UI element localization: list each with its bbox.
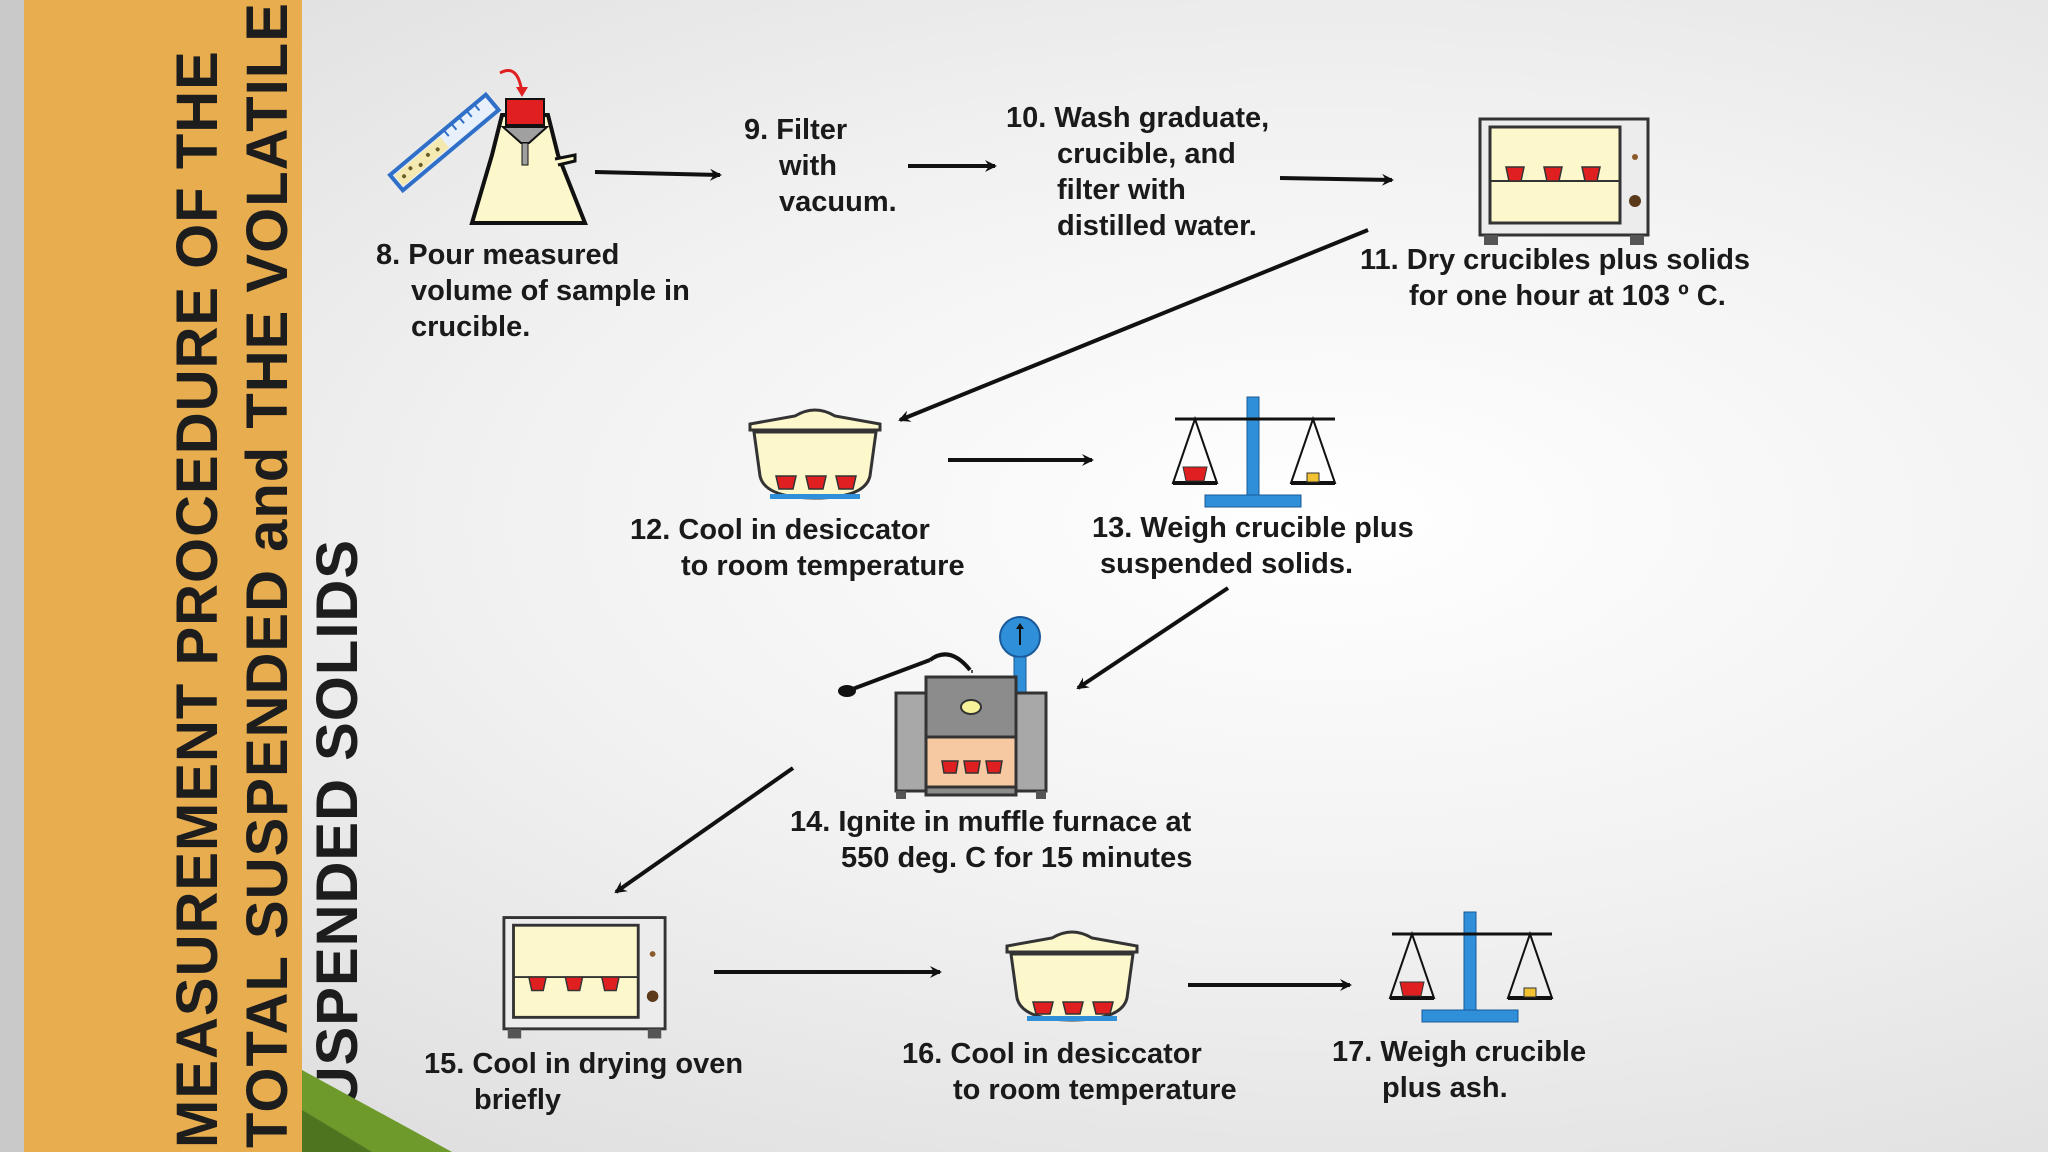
step-10-label: 10. Wash graduate, crucible, and filter …: [1006, 102, 1270, 242]
step-16-label: 16. Cool in desiccator to room temperatu…: [902, 1038, 1237, 1106]
arrow-11-to-12: [898, 228, 1369, 422]
step-17-label: 17. Weigh crucible plus ash.: [1332, 1036, 1587, 1104]
arrow-10-to-11: [1279, 173, 1394, 186]
desiccator-illustration: [748, 408, 882, 500]
drying-oven-illustration: [1478, 117, 1650, 245]
arrow-13-to-14: [1076, 586, 1230, 690]
step-15-label: 15. Cool in drying oven briefly: [424, 1048, 744, 1116]
title-sidebar: [24, 0, 302, 1152]
drying-oven-cool-illustration: [502, 916, 667, 1039]
step-11-label: 11. Dry crucibles plus solids for one ho…: [1360, 244, 1751, 312]
desiccator-final-illustration: [1005, 930, 1139, 1022]
step-8-label: 8. Pour measured volume of sample in cru…: [376, 239, 690, 343]
step-13-label: 13. Weigh crucible plus suspended solids…: [1092, 512, 1414, 580]
cylinder-and-flask-illustration: [387, 69, 588, 225]
muffle-furnace-illustration: [838, 616, 1048, 799]
step-12-label: 12. Cool in desiccator to room temperatu…: [630, 514, 965, 582]
arrow-8-to-9: [594, 168, 722, 181]
green-corner-decoration: [302, 1070, 452, 1152]
balance-ash-illustration: [1388, 911, 1554, 1023]
left-edge-strip: [0, 0, 24, 1152]
step-9-label: 9. Filter with vacuum.: [744, 114, 897, 218]
arrow-14-to-15: [614, 766, 795, 894]
step-14-label: 14. Ignite in muffle furnace at 550 deg.…: [790, 806, 1193, 874]
balance-illustration: [1171, 396, 1337, 508]
